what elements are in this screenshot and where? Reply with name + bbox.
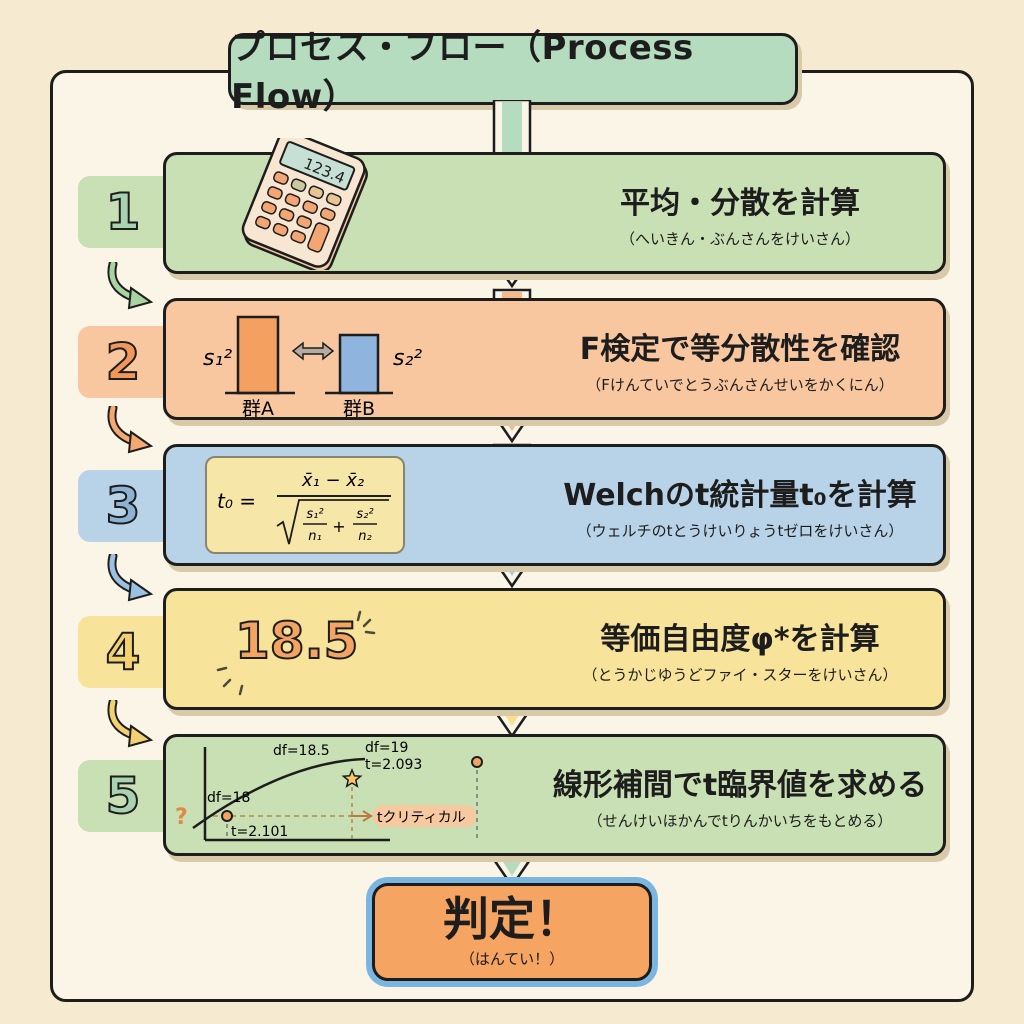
critical-label-bg xyxy=(373,805,476,827)
label-df19: df=19 xyxy=(365,740,408,756)
step-2-box xyxy=(163,298,946,420)
step-4-number: 4 xyxy=(78,616,168,688)
star-point-icon xyxy=(341,768,363,788)
step-1-reading: （へいきん・ぶんさんをけいさん） xyxy=(619,229,860,248)
svg-text:s₁²: s₁² xyxy=(306,507,323,522)
label-t-critical: tクリティカル xyxy=(377,810,466,826)
unknown-value-mark: ? xyxy=(175,805,188,830)
data-point-df19 xyxy=(471,756,483,768)
step-3-number: 3 xyxy=(78,470,168,542)
curve-arrow-4-icon xyxy=(107,700,154,748)
curve-arrow-2-icon xyxy=(107,406,154,454)
label-df18: df=18 xyxy=(207,790,250,806)
label-t18: t=2.101 xyxy=(231,824,288,840)
step-1-number: 1 xyxy=(78,176,168,248)
step-5-text: 線形補間でt臨界値を求める （せんけいほかんでtりんかいちをもとめる） xyxy=(535,734,945,856)
step-5-title: 線形補間でt臨界値を求める xyxy=(552,767,928,803)
group-b-label: 群B xyxy=(343,398,375,417)
critical-arrow-icon xyxy=(350,810,373,822)
curve-arrow-1-icon xyxy=(107,262,154,310)
step-2-text: F検定で等分散性を確認 （Fけんていでとうぶんさんせいをかくにん） xyxy=(535,298,945,420)
step-2-title: F検定で等分散性を確認 xyxy=(579,331,901,367)
formula-card xyxy=(205,456,405,554)
svg-text:s₂²: s₂² xyxy=(356,507,373,522)
step-4-title: 等価自由度φ*を計算 xyxy=(600,621,880,657)
variance-symbol-2: s₂² xyxy=(393,346,422,371)
step-3-text: Welchのt統計量t₀を計算 （ウェルチのtとうけいりょうtゼロをけいさん） xyxy=(535,444,945,566)
label-df18-5: df=18.5 xyxy=(273,743,330,759)
verdict-title: 判定！ xyxy=(443,891,581,946)
equivalent-df-value: 18.5 xyxy=(234,611,359,671)
group-a-label: 群A xyxy=(242,398,274,417)
variance-symbol-1: s₁² xyxy=(203,346,232,371)
curve-arrow-3-icon xyxy=(107,554,154,602)
step-2-number: 2 xyxy=(78,326,168,398)
welch-formula: t₀ = x̄₁ − x̄₂ s₁² n₁ + s₂² n₂ xyxy=(217,470,391,545)
interpolation-curve xyxy=(192,757,366,830)
step-5-reading: （せんけいほかんでtりんかいちをもとめる） xyxy=(587,811,893,830)
verdict-box: 判定！ （はんてい！） xyxy=(366,877,658,987)
data-point-df18 xyxy=(221,810,233,822)
step-5-box xyxy=(163,734,946,856)
verdict-reading: （はんてい！） xyxy=(459,949,565,968)
step-3-title: Welchのt統計量t₀を計算 xyxy=(563,477,917,513)
formula-lhs: t₀ = xyxy=(217,489,256,513)
variance-comparison-illustration: s₁² s₂² 群A 群B xyxy=(203,315,422,417)
label-t19: t=2.093 xyxy=(365,757,422,773)
step-3-reading: （ウェルチのtとうけいりょうtゼロをけいさん） xyxy=(576,521,904,540)
step-4-reading: （とうかじゆうどファイ・スターをけいさん） xyxy=(582,665,898,684)
diagram-title: プロセス・フロー（Process Flow） xyxy=(228,28,798,117)
step-5-number: 5 xyxy=(78,760,168,832)
compare-arrow-icon xyxy=(291,341,335,361)
interpolation-graph: df=18 t=2.101 df=18.5 df=19t=2.093? tクリティカル xyxy=(175,740,483,842)
step-4-text: 等価自由度φ*を計算 （とうかじゆうどファイ・スターをけいさん） xyxy=(535,588,945,710)
svg-text:n₁: n₁ xyxy=(308,529,321,544)
step-1-title: 平均・分散を計算 xyxy=(620,185,860,221)
formula-numerator: x̄₁ − x̄₂ xyxy=(301,470,364,491)
calculator-icon: 123.4 xyxy=(241,138,368,270)
sparkle-icon xyxy=(216,610,376,696)
step-4-box xyxy=(163,588,946,710)
step-2-reading: （Fけんていでとうぶんさんせいをかくにん） xyxy=(586,375,894,394)
svg-text:+: + xyxy=(332,517,345,536)
svg-text:n₂: n₂ xyxy=(358,529,371,544)
step-1-text: 平均・分散を計算 （へいきん・ぶんさんをけいさん） xyxy=(535,152,945,274)
